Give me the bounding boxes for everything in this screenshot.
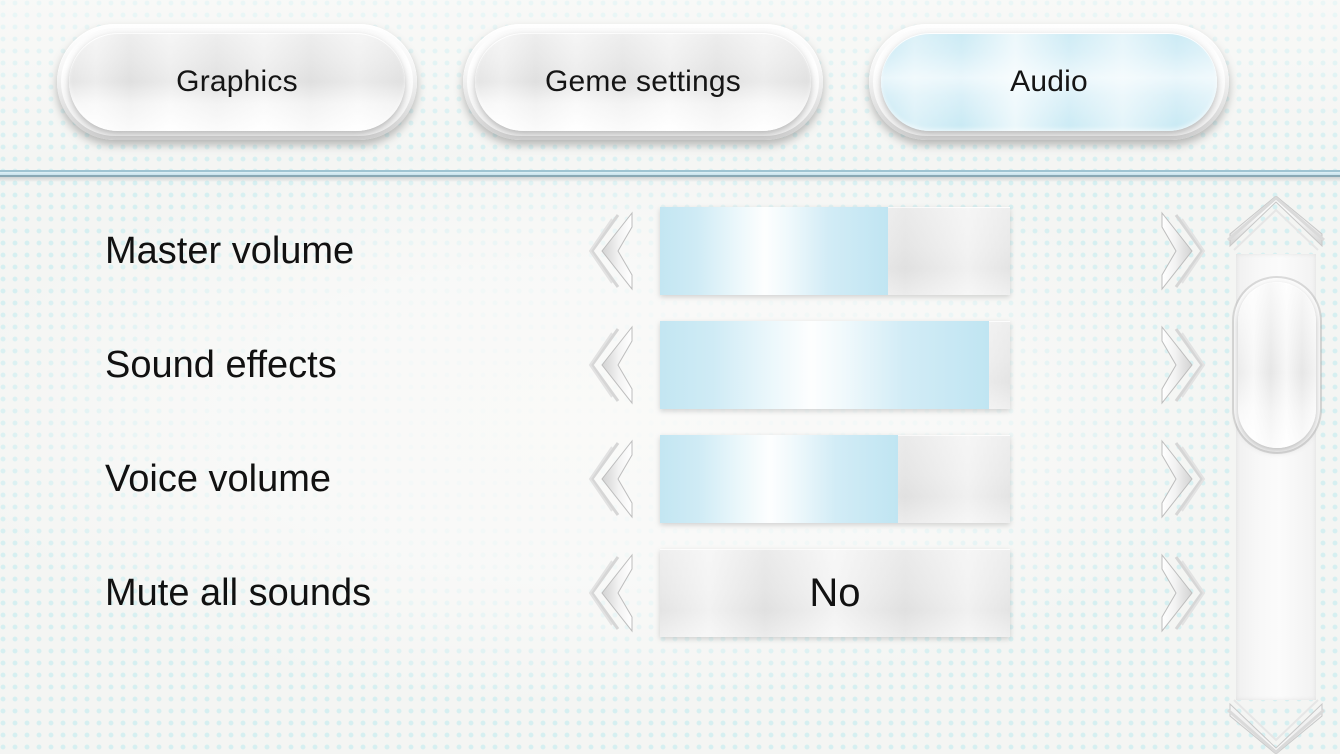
chevron-right-icon[interactable] <box>1154 209 1206 293</box>
setting-label: Sound effects <box>105 343 337 386</box>
tab-face: Audio <box>881 33 1217 131</box>
setting-row: Sound effects <box>0 308 1210 422</box>
setting-row: Master volume <box>0 194 1210 308</box>
choice-box[interactable]: No <box>660 549 1010 637</box>
chevron-left-icon[interactable] <box>588 551 640 635</box>
setting-control <box>580 308 1210 422</box>
setting-value <box>660 435 1010 523</box>
tab-face: Graphics <box>69 33 405 131</box>
setting-row: Mute all sounds No <box>0 536 1210 650</box>
setting-label: Master volume <box>105 229 355 272</box>
chevron-left-icon[interactable] <box>588 209 640 293</box>
slider-track[interactable] <box>660 435 1010 523</box>
chevron-right-icon[interactable] <box>1154 437 1206 521</box>
slider-track[interactable] <box>660 207 1010 295</box>
setting-control: No <box>580 536 1210 650</box>
tab-label: Audio <box>1010 65 1088 98</box>
tab-label: Geme settings <box>544 65 742 98</box>
tab-label: Graphics <box>176 65 298 98</box>
chevron-down-icon[interactable] <box>1224 698 1328 754</box>
tab-audio[interactable]: Audio <box>869 24 1229 140</box>
setting-value <box>660 321 1010 409</box>
chevron-left-icon[interactable] <box>588 437 640 521</box>
setting-label: Mute all sounds <box>105 571 372 614</box>
setting-control <box>580 194 1210 308</box>
chevron-left-icon[interactable] <box>588 323 640 407</box>
tab-geme-settings[interactable]: Geme settings <box>463 24 823 140</box>
setting-row: Voice volume <box>0 422 1210 536</box>
setting-control <box>580 422 1210 536</box>
scrollbar-thumb[interactable] <box>1238 282 1316 448</box>
chevron-right-icon[interactable] <box>1154 323 1206 407</box>
header-divider <box>0 170 1340 182</box>
settings-list: Master volume <box>0 186 1340 754</box>
tab-graphics[interactable]: Graphics <box>57 24 417 140</box>
chevron-right-icon[interactable] <box>1154 551 1206 635</box>
slider-track[interactable] <box>660 321 1010 409</box>
tab-bar: Graphics Geme settings Audio <box>0 0 1340 170</box>
tab-face: Geme settings <box>475 33 811 131</box>
setting-value: No <box>809 570 861 615</box>
vertical-scrollbar[interactable] <box>1224 196 1328 754</box>
chevron-up-icon[interactable] <box>1224 196 1328 252</box>
setting-label: Voice volume <box>105 457 332 500</box>
setting-value <box>660 207 1010 295</box>
